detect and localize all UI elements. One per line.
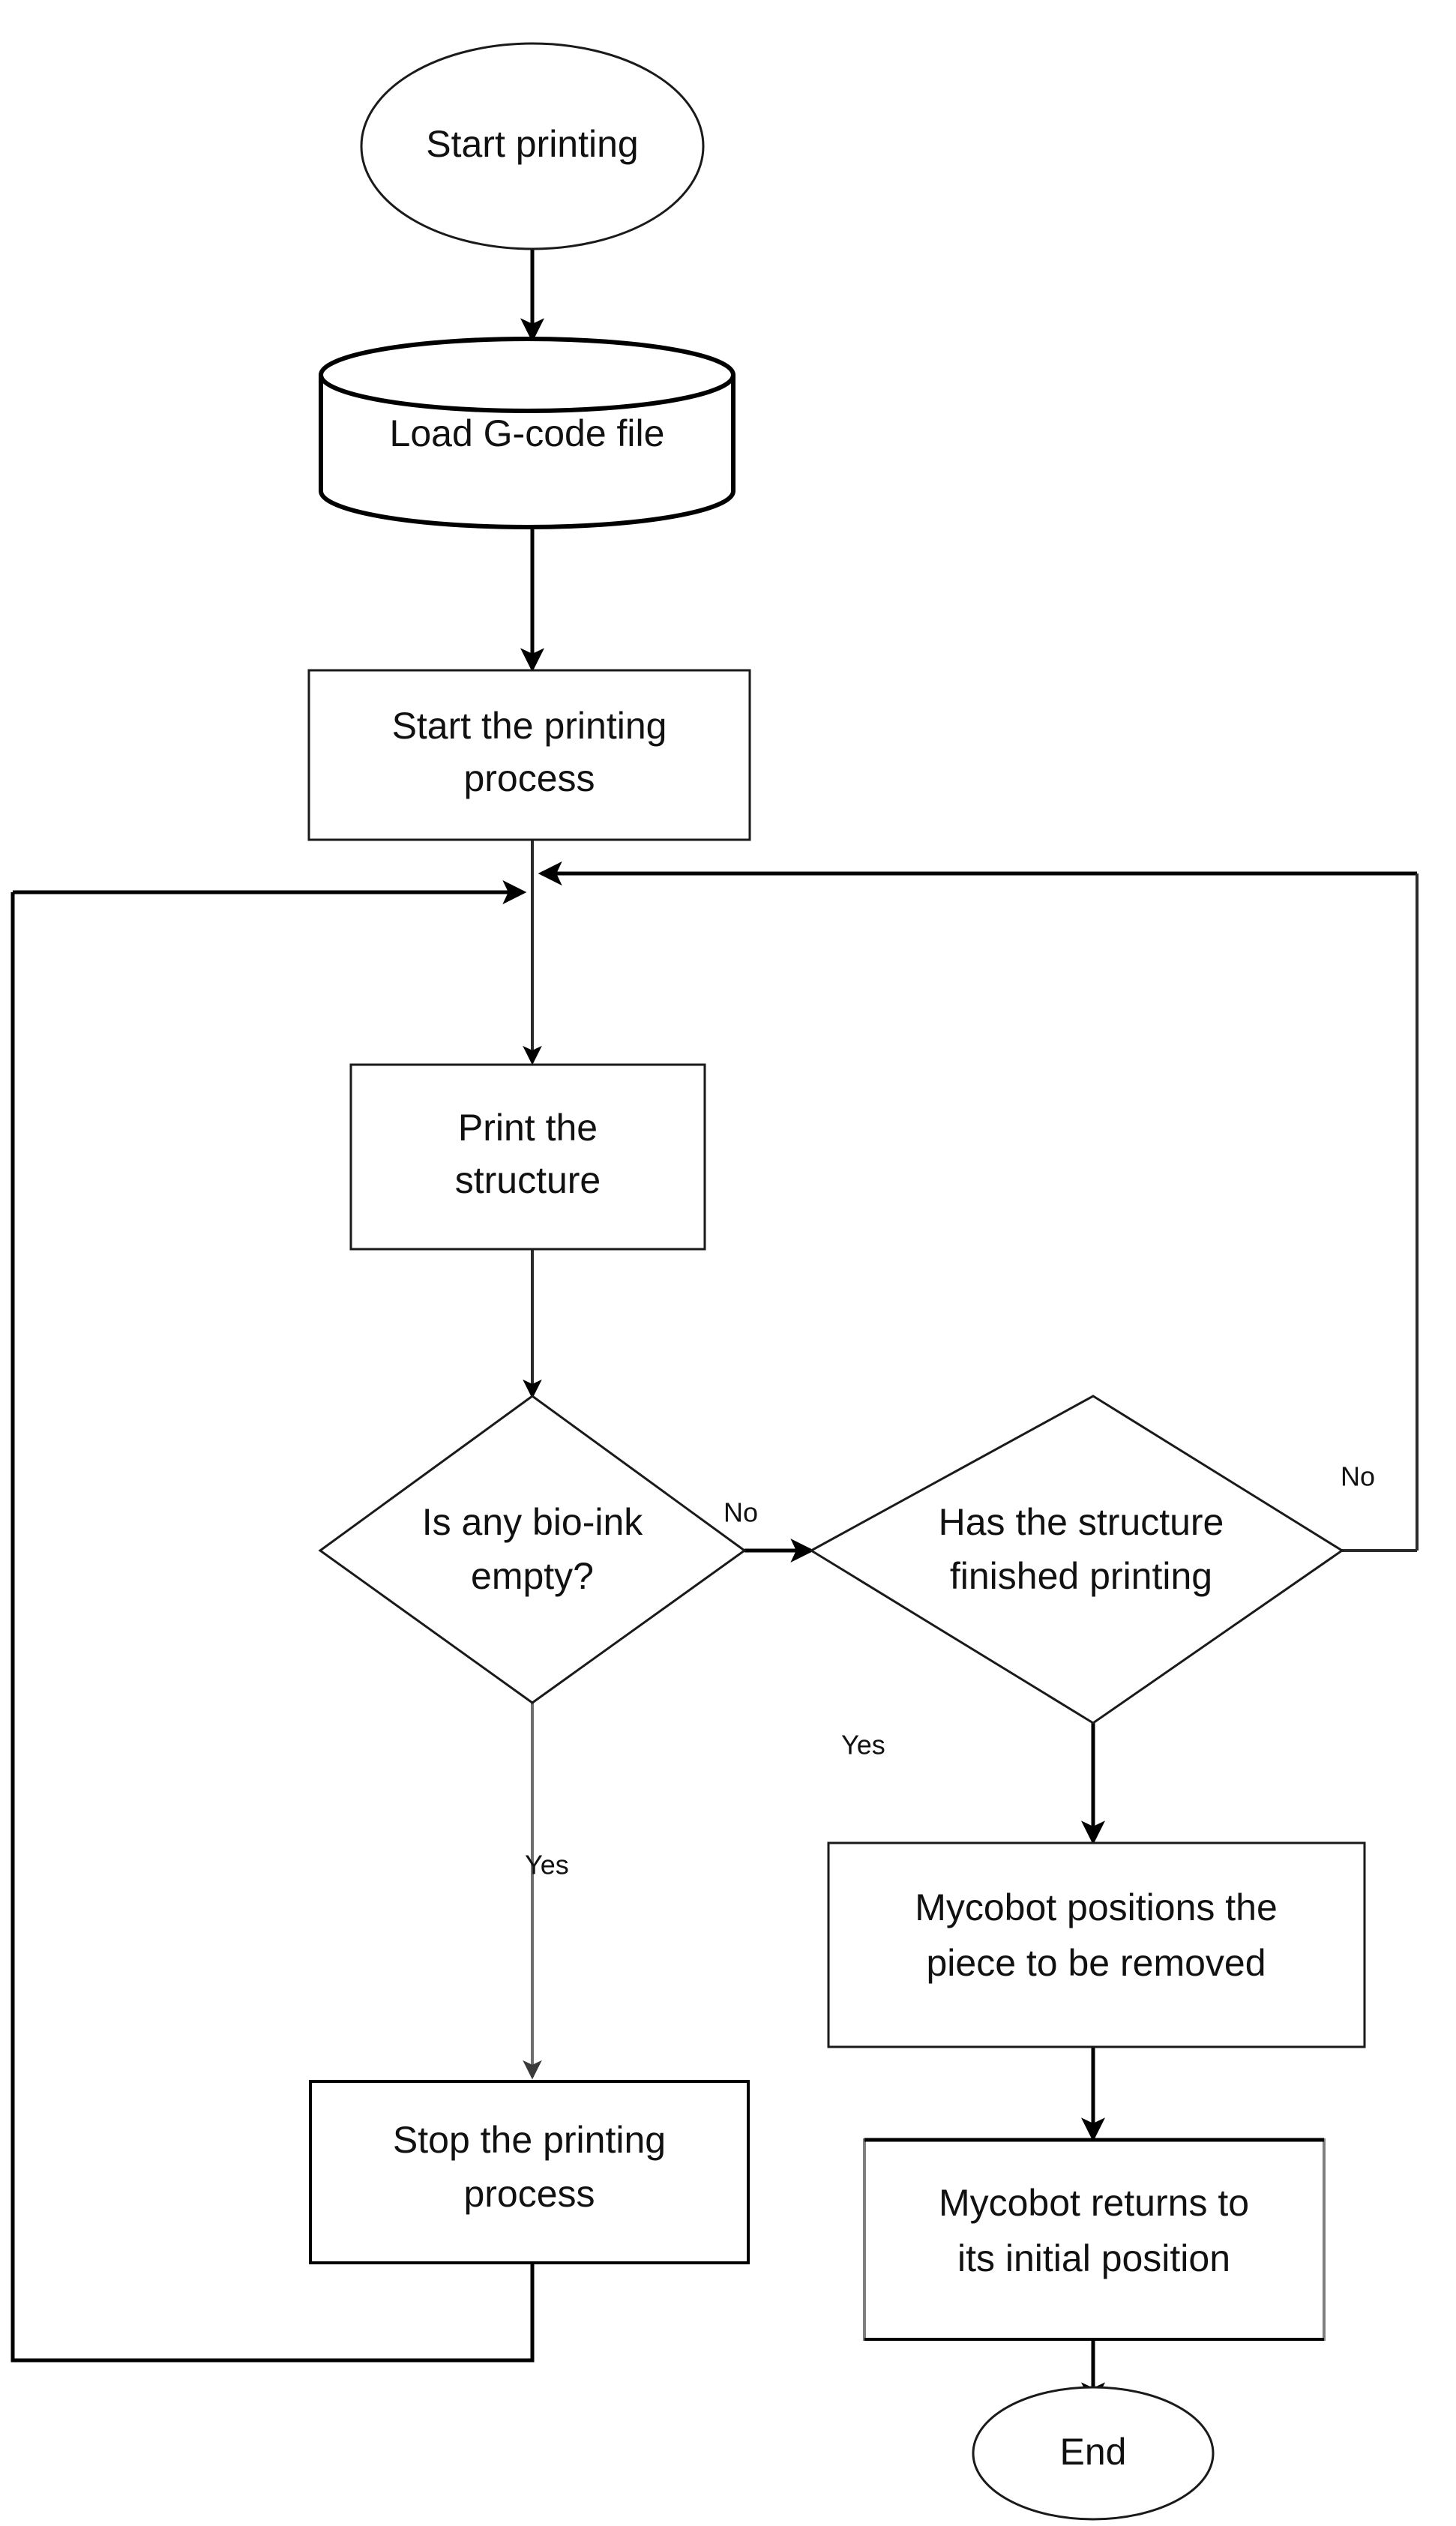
mycobot-position-rect <box>827 1841 1366 2048</box>
bioink-label-line2: empty? <box>471 1555 594 1597</box>
stop-process-label-line2: process <box>463 2173 595 2215</box>
node-mycobot-returns-initial-position[interactable]: Mycobot returns to its initial position <box>863 2138 1326 2341</box>
start-label: Start printing <box>426 123 638 165</box>
print-structure-label-line1: Print the <box>458 1107 598 1149</box>
node-start-printing-process[interactable]: Start the printing process <box>307 669 751 841</box>
cylinder-body <box>319 375 735 529</box>
edge-label-finished-yes: Yes <box>841 1730 885 1760</box>
edge-label-finished-no: No <box>1341 1461 1375 1492</box>
edge-label-bioink-no: No <box>724 1497 758 1528</box>
node-start-printing[interactable]: Start printing <box>360 42 705 250</box>
edge-stop-process-loopback <box>10 892 535 2363</box>
node-print-the-structure[interactable]: Print the structure <box>349 1063 706 1251</box>
start-process-label-line1: Start the printing <box>392 705 667 747</box>
stop-process-rect <box>309 2080 750 2264</box>
node-load-gcode-file[interactable]: Load G-code file <box>319 337 735 529</box>
end-ellipse-shape <box>972 2386 1215 2521</box>
mycobot-return-label-line1: Mycobot returns to <box>939 2182 1249 2224</box>
print-structure-rect <box>349 1063 706 1251</box>
node-is-bioink-empty[interactable]: Is any bio-ink empty? <box>318 1395 747 1704</box>
mycobot-position-label-line2: piece to be removed <box>926 1942 1266 1984</box>
finished-label-line1: Has the structure <box>939 1501 1224 1543</box>
start-process-label-line2: process <box>463 757 595 799</box>
start-ellipse-shape <box>360 42 705 250</box>
stop-process-label-line1: Stop the printing <box>393 2119 666 2161</box>
start-process-rect <box>307 669 751 841</box>
cylinder-top <box>319 337 735 413</box>
node-end[interactable]: End <box>972 2386 1215 2521</box>
node-stop-printing-process[interactable]: Stop the printing process <box>309 2080 750 2264</box>
node-mycobot-positions-piece[interactable]: Mycobot positions the piece to be remove… <box>827 1841 1366 2048</box>
edge-label-bioink-yes: Yes <box>525 1850 569 1880</box>
finished-label-line2: finished printing <box>950 1555 1212 1597</box>
mycobot-position-label-line1: Mycobot positions the <box>915 1886 1278 1928</box>
load-gcode-label: Load G-code file <box>390 412 665 454</box>
bioink-diamond-shape <box>318 1395 747 1704</box>
end-label: End <box>1060 2431 1127 2473</box>
bioink-label-line1: Is any bio-ink <box>422 1501 644 1543</box>
print-structure-label-line2: structure <box>455 1159 601 1201</box>
finished-diamond-shape <box>809 1395 1344 1724</box>
mycobot-return-label-line2: its initial position <box>957 2237 1230 2279</box>
node-has-structure-finished-printing[interactable]: Has the structure finished printing <box>809 1395 1344 1724</box>
